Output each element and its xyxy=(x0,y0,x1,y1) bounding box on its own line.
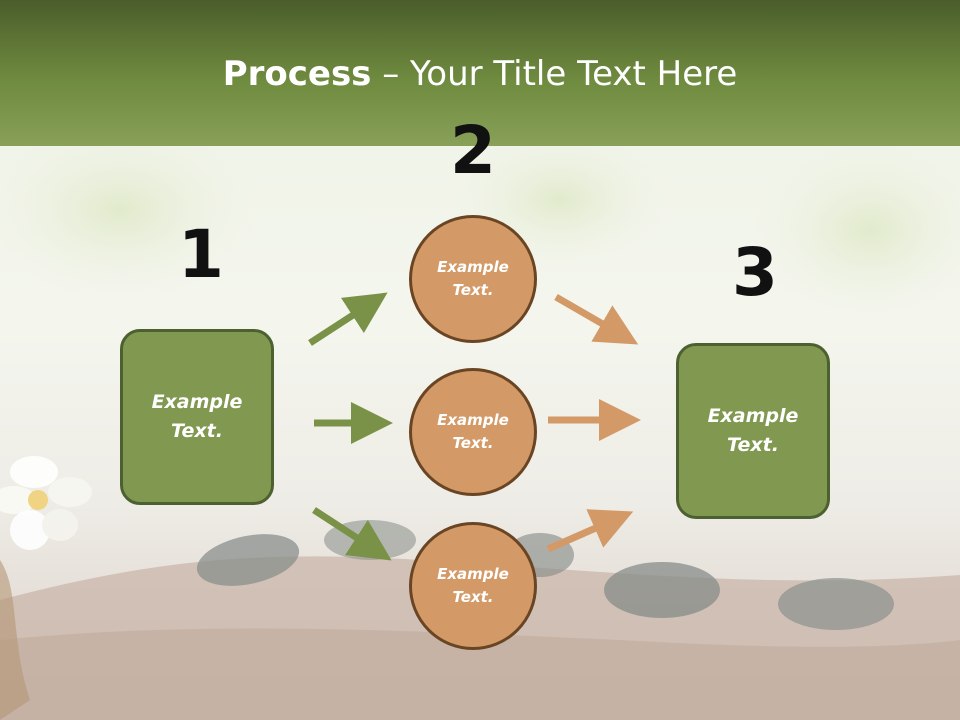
step-number-2: 2 xyxy=(450,112,496,189)
stone-icon xyxy=(604,562,720,618)
title-bar xyxy=(0,0,960,146)
step-number-3: 3 xyxy=(732,234,778,311)
page-title: Process – Your Title Text Here xyxy=(0,54,960,94)
arrow-to-top xyxy=(308,292,388,346)
arrow-from-top xyxy=(554,293,639,345)
right-box-label: Example Text. xyxy=(707,405,799,456)
flower-icon xyxy=(0,456,92,550)
arrow-to-bottom xyxy=(312,507,392,561)
title-bold: Process xyxy=(222,54,372,94)
stone-icon xyxy=(196,534,300,586)
arrow-from-bottom xyxy=(546,509,634,553)
circle-middle: Example Text. xyxy=(409,368,537,496)
circle-middle-label: Example Text. xyxy=(437,411,509,452)
circle-bottom-label: Example Text. xyxy=(437,565,509,606)
stone-icon xyxy=(778,578,894,630)
left-box-label: Example Text. xyxy=(151,391,243,442)
right-box: Example Text. xyxy=(676,343,830,519)
circle-bottom: Example Text. xyxy=(409,522,537,650)
circle-top-label: Example Text. xyxy=(437,258,509,299)
circle-top: Example Text. xyxy=(409,215,537,343)
left-box: Example Text. xyxy=(120,329,274,505)
title-rest: – Your Title Text Here xyxy=(371,54,738,94)
step-number-1: 1 xyxy=(178,216,224,293)
